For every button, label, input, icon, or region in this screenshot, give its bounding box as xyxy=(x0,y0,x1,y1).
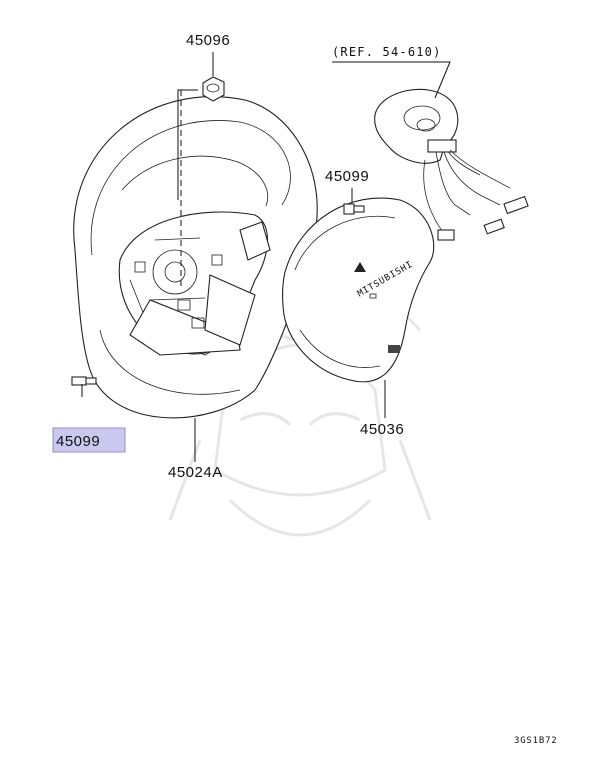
nut-45096-icon[interactable] xyxy=(202,76,225,102)
airbag-module-part[interactable]: MITSUBISHI xyxy=(282,197,435,383)
leader-lines xyxy=(81,52,451,462)
callout-45099-left[interactable]: 45099 xyxy=(56,433,100,450)
bolt-left-icon[interactable] xyxy=(71,376,97,386)
bolt-right-icon[interactable] xyxy=(343,203,365,215)
drawing-code: 3GS1B72 xyxy=(514,736,558,746)
callout-45036[interactable]: 45036 xyxy=(360,421,404,438)
highlight-box xyxy=(52,427,126,453)
clock-spring-part[interactable] xyxy=(374,88,529,241)
callout-ref-54-610[interactable]: (REF. 54-610) xyxy=(332,45,442,59)
callout-45099-right[interactable]: 45099 xyxy=(325,168,369,185)
steering-wheel-part[interactable] xyxy=(73,96,318,419)
callout-45024a[interactable]: 45024A xyxy=(168,464,223,481)
callout-45096[interactable]: 45096 xyxy=(186,32,230,49)
